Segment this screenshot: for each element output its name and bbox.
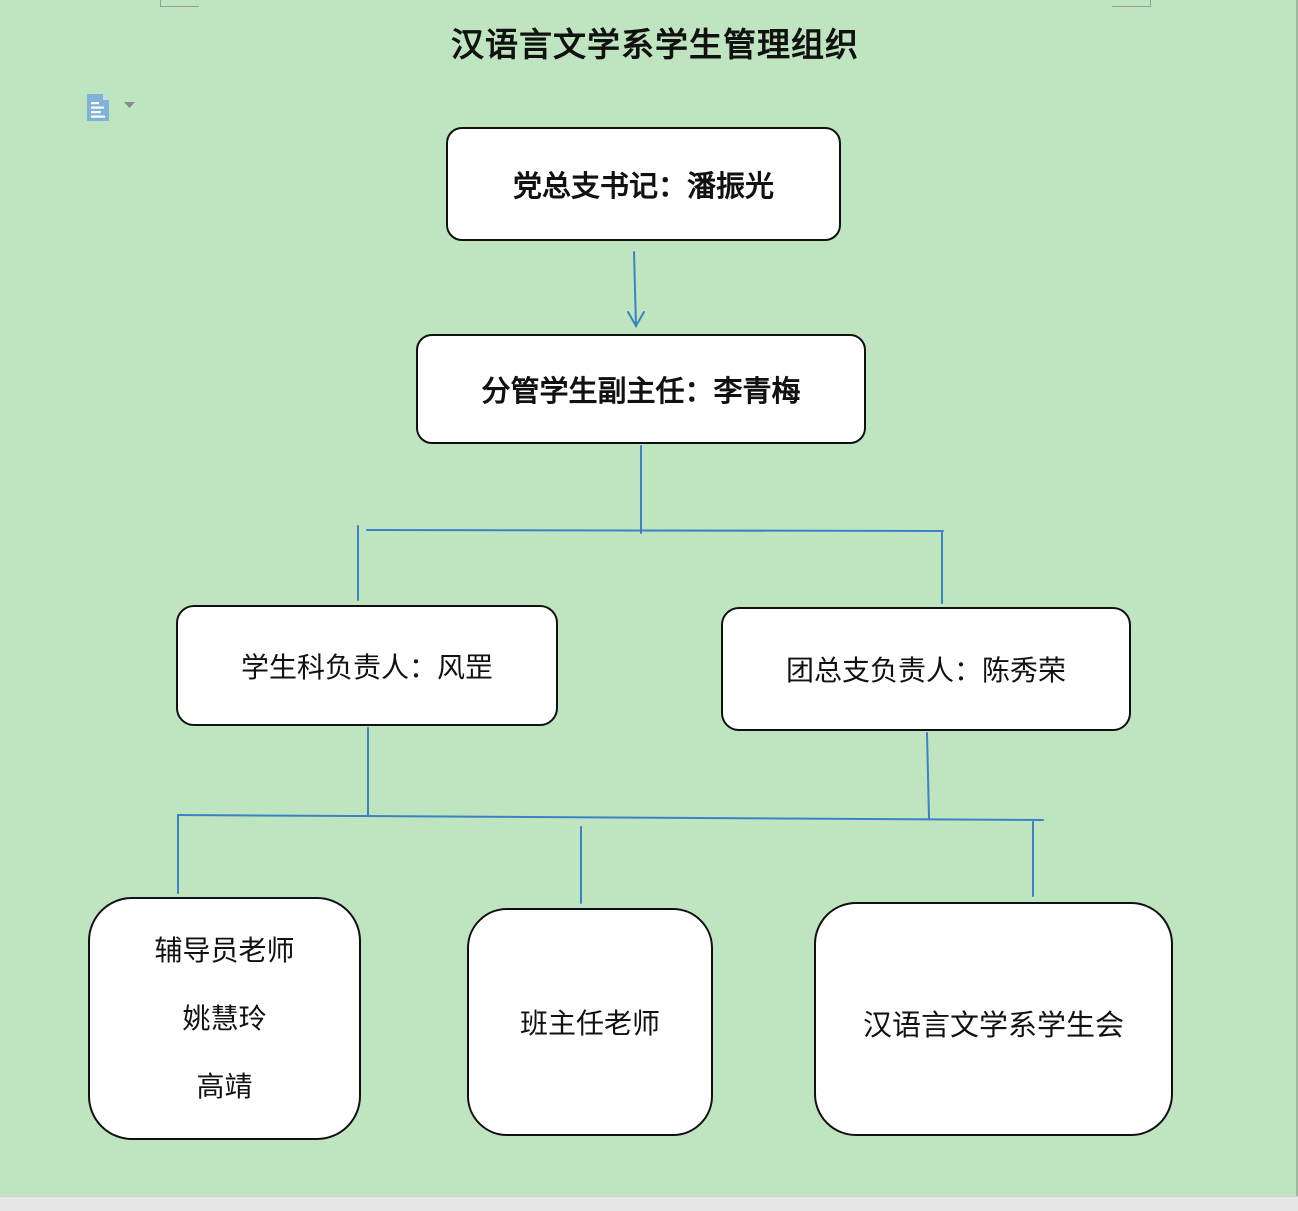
node-deputy-director: 分管学生副主任：李青梅 <box>416 334 866 444</box>
connector-level3-bar <box>177 814 1044 821</box>
node-label: 班主任老师 <box>519 1007 660 1040</box>
counselor-name: 姚慧玲 <box>182 1001 267 1035</box>
node-head-teacher: 班主任老师 <box>467 908 713 1136</box>
document-title: 汉语言文学系学生管理组织 <box>451 25 859 64</box>
node-student-affairs: 学生科负责人：风罡 <box>176 605 558 726</box>
connector-league-branch-down <box>926 732 930 819</box>
connector-level2-bar <box>366 529 944 532</box>
node-student-union: 汉语言文学系学生会 <box>814 902 1173 1136</box>
page-corner-mark-right <box>1112 0 1151 7</box>
page-corner-mark-left <box>160 0 199 7</box>
node-party-secretary: 党总支书记：潘振光 <box>446 127 841 241</box>
node-label: 分管学生副主任：李青梅 <box>481 374 801 408</box>
node-league-branch: 团总支负责人：陈秀荣 <box>721 607 1131 731</box>
node-label: 党总支书记：潘振光 <box>512 169 774 203</box>
page-right-edge <box>1296 0 1298 1196</box>
node-label: 辅导员老师 <box>154 933 295 967</box>
document-icon <box>87 94 109 121</box>
document-options-widget[interactable] <box>84 92 140 122</box>
triangle-down-icon <box>124 102 135 108</box>
page-bottom-margin <box>0 1196 1298 1211</box>
node-label: 团总支负责人：陈秀荣 <box>785 654 1066 687</box>
node-label: 汉语言文学系学生会 <box>862 1008 1124 1042</box>
node-label: 学生科负责人：风罡 <box>240 650 493 684</box>
node-counselor: 辅导员老师 姚慧玲 高靖 <box>88 897 361 1140</box>
arrowhead-icon <box>627 311 645 329</box>
connector-secretary-to-director <box>633 251 637 327</box>
counselor-name: 高靖 <box>196 1069 253 1103</box>
